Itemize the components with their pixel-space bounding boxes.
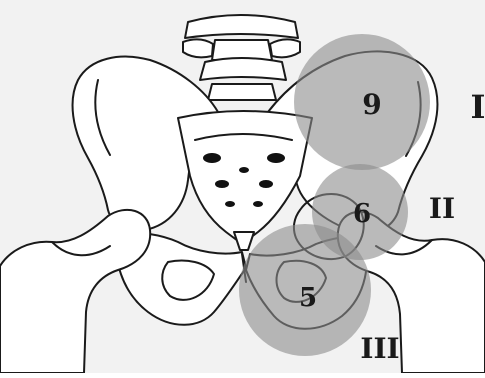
sacral-foramen: [239, 167, 249, 173]
zone-3-count: 5: [299, 283, 317, 313]
sacral-foramen: [253, 201, 263, 207]
sacral-foramen: [203, 153, 221, 163]
zone-2-numeral: II: [429, 192, 455, 225]
sacral-foramen: [225, 201, 235, 207]
sacral-foramen: [215, 180, 229, 188]
sacral-foramen: [259, 180, 273, 188]
sacral-foramen: [267, 153, 285, 163]
zone-1-count: 9: [362, 88, 381, 121]
zone-3-numeral: III: [360, 332, 399, 365]
zone-1-numeral: I: [471, 88, 485, 126]
zone-2-count: 6: [353, 199, 371, 229]
